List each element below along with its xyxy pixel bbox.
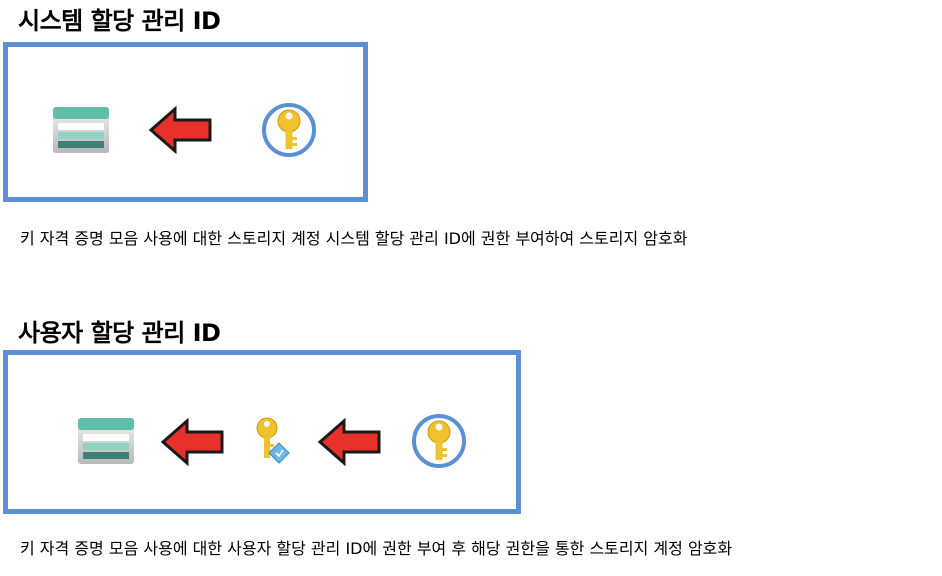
storage-account-icon — [53, 107, 109, 153]
key-vault-key-icon — [261, 102, 317, 158]
red-arrow-left-icon — [161, 418, 225, 466]
system-assigned-diagram — [3, 42, 368, 202]
red-arrow-left-icon — [318, 418, 382, 466]
section2-caption: 키 자격 증명 모음 사용에 대한 사용자 할당 관리 ID에 권한 부여 후 … — [20, 539, 733, 558]
section1-caption: 키 자격 증명 모음 사용에 대한 스토리지 계정 시스템 할당 관리 ID에 … — [20, 229, 688, 248]
section2-title: 사용자 할당 관리 ID — [18, 319, 221, 347]
managed-identity-key-icon — [250, 415, 290, 465]
section1-title: 시스템 할당 관리 ID — [18, 7, 221, 35]
user-assigned-diagram — [3, 350, 521, 514]
storage-account-icon — [78, 418, 134, 464]
key-vault-key-icon — [411, 413, 467, 469]
red-arrow-left-icon — [149, 106, 213, 154]
